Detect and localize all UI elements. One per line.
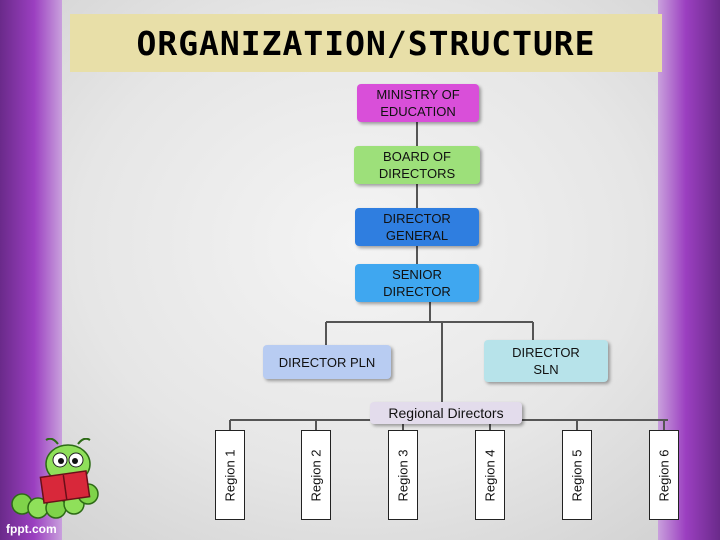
node-senior-director: SENIOR DIRECTOR xyxy=(355,264,479,302)
region-1-box: Region 1 xyxy=(215,430,245,520)
node-director-sln: DIRECTOR SLN xyxy=(484,340,608,382)
region-4-box: Region 4 xyxy=(475,430,505,520)
region-label: Region 2 xyxy=(308,448,324,502)
left-purple-band xyxy=(0,0,62,540)
region-label: Region 6 xyxy=(656,448,672,502)
region-5-box: Region 5 xyxy=(562,430,592,520)
page-title: ORGANIZATION/STRUCTURE xyxy=(136,23,596,63)
fppt-logo: fppt.com xyxy=(6,522,57,536)
node-director-pln: DIRECTOR PLN xyxy=(263,345,391,379)
region-label: Region 1 xyxy=(222,448,238,502)
region-2-box: Region 2 xyxy=(301,430,331,520)
node-ministry: MINISTRY OF EDUCATION xyxy=(357,84,479,122)
title-banner: ORGANIZATION/STRUCTURE xyxy=(70,14,662,72)
region-label: Region 3 xyxy=(395,448,411,502)
node-board: BOARD OF DIRECTORS xyxy=(354,146,480,184)
region-label: Region 4 xyxy=(482,448,498,502)
bookworm-icon xyxy=(11,438,99,519)
region-6-box: Region 6 xyxy=(649,430,679,520)
region-label: Region 5 xyxy=(569,448,585,502)
region-3-box: Region 3 xyxy=(388,430,418,520)
node-director-general: DIRECTOR GENERAL xyxy=(355,208,479,246)
node-regional-directors: Regional Directors xyxy=(370,402,522,424)
